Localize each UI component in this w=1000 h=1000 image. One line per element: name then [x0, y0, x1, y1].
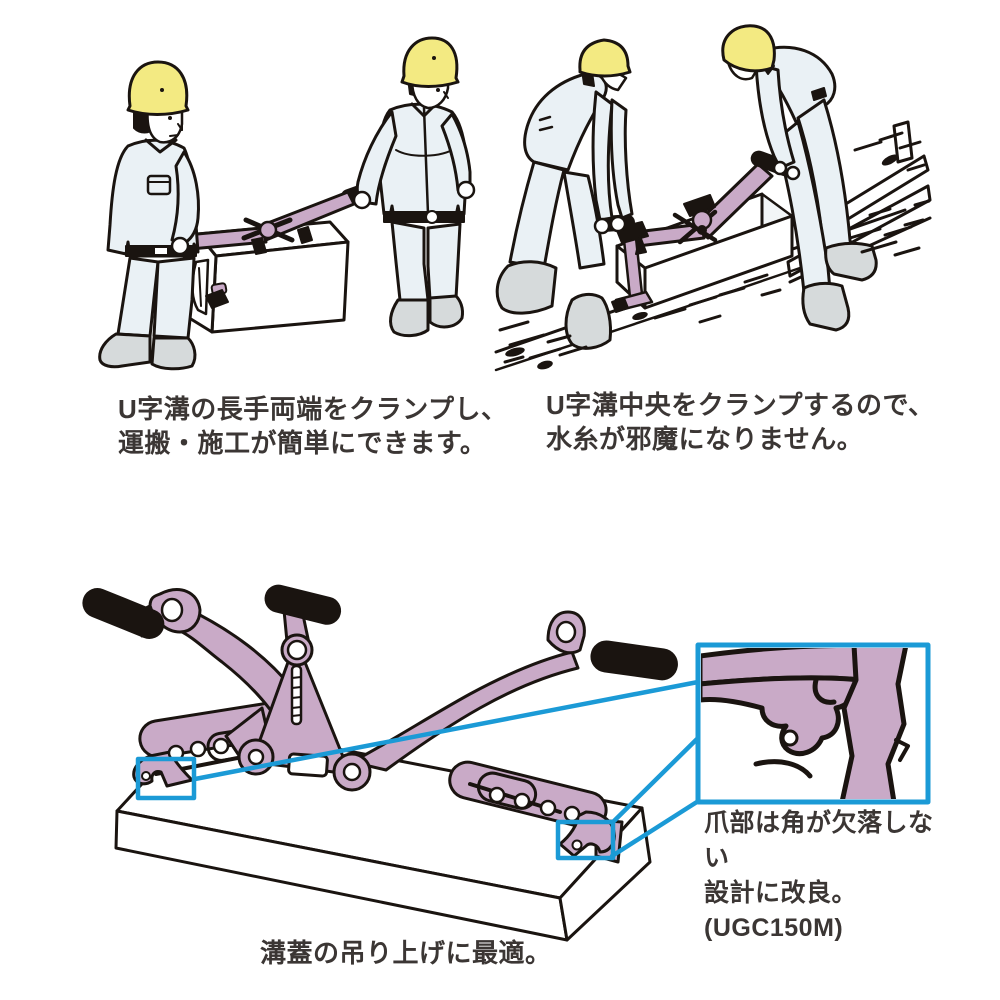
highlight-rect-left-claw [135, 756, 197, 801]
highlight-rect-right-claw [555, 819, 616, 861]
illustration-clamp-product [82, 584, 931, 942]
caption-carrying: U字溝の長手両端をクランプし、 運搬・施工が簡単にできます。 [118, 394, 508, 458]
worker-bent-left [495, 38, 634, 350]
caption-installing: U字溝中央をクランプするので、 水糸が邪魔になりません。 [546, 390, 935, 454]
worker-left [98, 60, 200, 371]
zoom-callout [135, 679, 703, 861]
inset-frame [695, 642, 931, 805]
worker-right [352, 36, 476, 338]
illustration-installing-gutter [494, 24, 932, 372]
clamp-body [224, 584, 372, 792]
worker-bent-right [721, 24, 878, 332]
caption-product: 溝蓋の吊り上げに最適。 [260, 938, 552, 968]
illustration-carrying-gutter [98, 36, 476, 371]
inset-detail [695, 642, 931, 805]
clamp-on-center [585, 150, 794, 313]
detail-note: 爪部は角が欠落しない 設計に改良。 (UGC150M) [704, 809, 934, 942]
ground-hatching [498, 131, 931, 370]
